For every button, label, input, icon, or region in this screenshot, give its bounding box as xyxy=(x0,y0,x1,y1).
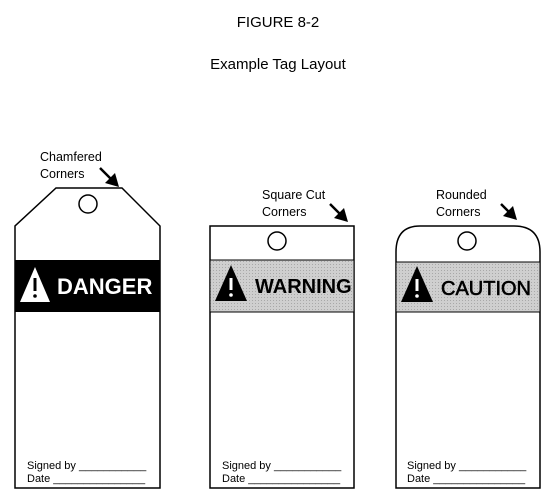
tag-hole xyxy=(457,231,477,251)
warning-triangle-icon xyxy=(20,267,50,302)
tag-hole xyxy=(78,194,98,214)
danger-label: DANGER xyxy=(57,274,152,299)
annotation-line: Chamfered xyxy=(40,150,102,164)
caution-label: CAUTION xyxy=(441,278,531,300)
arrow-chamfered xyxy=(99,167,119,187)
annotation-line: Corners xyxy=(40,167,85,181)
date-label: Date _______________ xyxy=(222,473,341,485)
figure-subtitle: Example Tag Layout xyxy=(210,56,346,73)
warning-label: WARNING xyxy=(255,276,352,298)
tag-chamfered: DANGER Signed by ___________ Date ______… xyxy=(14,187,161,489)
annotation-line: Rounded xyxy=(436,188,487,202)
annotation-chamfered: Chamfered Corners xyxy=(40,149,102,183)
tag-outline xyxy=(14,187,161,489)
figure-title: FIGURE 8-2 xyxy=(236,14,320,31)
arrow-square-cut xyxy=(329,203,348,222)
tag-rounded: CAUTION Signed by ___________ Date _____… xyxy=(395,225,541,489)
annotation-square-cut: Square Cut Corners xyxy=(262,187,325,221)
warning-triangle-icon xyxy=(401,266,433,302)
signed-by-label: Signed by ___________ xyxy=(222,460,342,472)
signed-by-label: Signed by ___________ xyxy=(27,460,147,472)
annotation-line: Square Cut xyxy=(262,188,326,202)
date-label: Date _______________ xyxy=(407,473,526,485)
annotation-line: Corners xyxy=(436,205,481,219)
arrow-rounded xyxy=(500,203,517,220)
annotation-rounded: Rounded Corners xyxy=(436,187,487,221)
tag-hole xyxy=(267,231,287,251)
tag-square-cut: WARNING Signed by ___________ Date _____… xyxy=(209,225,355,489)
signed-by-label: Signed by ___________ xyxy=(407,460,527,472)
date-label: Date _______________ xyxy=(27,473,146,485)
annotation-line: Corners xyxy=(262,205,307,219)
warning-triangle-icon xyxy=(215,265,247,301)
